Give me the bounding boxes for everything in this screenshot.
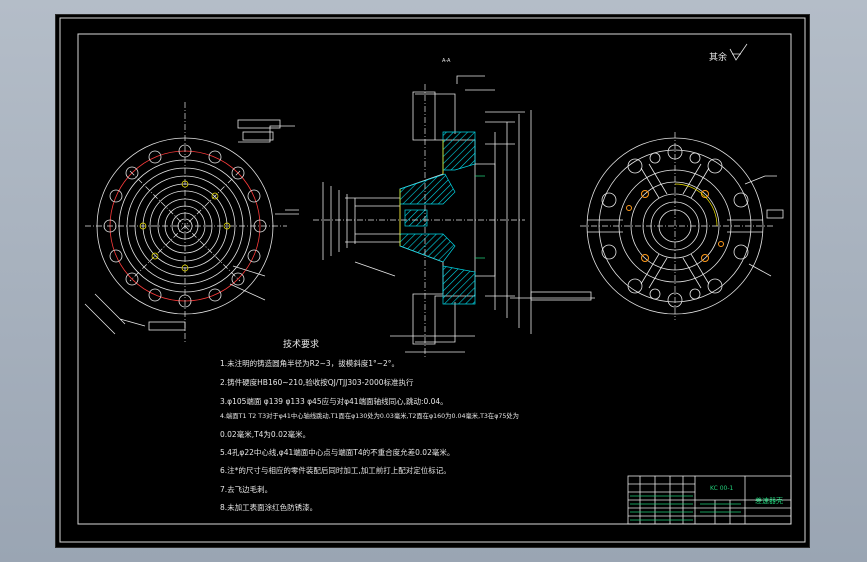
tech-note-5: 0.02毫米,T4为0.02毫米。	[220, 429, 310, 439]
roughness-note: 其余	[709, 51, 727, 63]
engineering-drawing: A-A 其余	[59, 17, 806, 543]
right-view	[580, 132, 784, 320]
section-label: A-A	[442, 58, 451, 64]
left-view	[84, 102, 299, 344]
part-name: 差速器壳	[755, 496, 783, 505]
bolt-holes-outer	[103, 144, 267, 308]
tech-note-9: 8.未加工表面涂红色防锈漆。	[220, 502, 317, 512]
tech-title: 技术要求	[283, 338, 319, 350]
cad-viewport[interactable]: A-A 其余	[55, 14, 810, 548]
tech-note-7: 6.注*的尺寸与相应的零件装配后同时加工,加工前打上配对定位标记。	[220, 465, 451, 475]
tech-note-6: 5.4孔φ22中心线,φ41端面中心点与端面T4的不重合度允差0.02毫米。	[220, 447, 454, 457]
sheet-border	[59, 17, 806, 543]
bolt-holes-inner	[139, 180, 231, 272]
roughness-symbol-icon	[729, 43, 748, 61]
part-code: KC 00-1	[710, 485, 734, 492]
tapped-holes-orange	[626, 190, 724, 262]
sheet-inner-border	[77, 33, 792, 525]
title-block: KC 00-1 差速器壳	[627, 475, 792, 525]
technical-requirements: 技术要求 1.未注明的铸造圆角半径为R2~3，拔模斜度1°~2°。 2.铸件硬度…	[220, 338, 519, 512]
tech-note-1: 1.未注明的铸造圆角半径为R2~3，拔模斜度1°~2°。	[220, 358, 399, 368]
center-section-view	[313, 75, 595, 359]
tech-note-2: 2.铸件硬度HB160~210,验收按QJ/TJJ303-2000标准执行	[220, 377, 414, 387]
bolt-holes-right	[601, 144, 749, 308]
tech-note-3: 3.φ105端面 φ139 φ133 φ45应与对φ41端面轴线同心,跳动:0.…	[220, 396, 448, 406]
tech-note-8: 7.去飞边毛刺。	[220, 484, 272, 494]
tech-note-4: 4.端面T1 T2 T3对于φ41中心轴线跳动,T1面在φ130处为0.03毫米…	[220, 411, 519, 420]
